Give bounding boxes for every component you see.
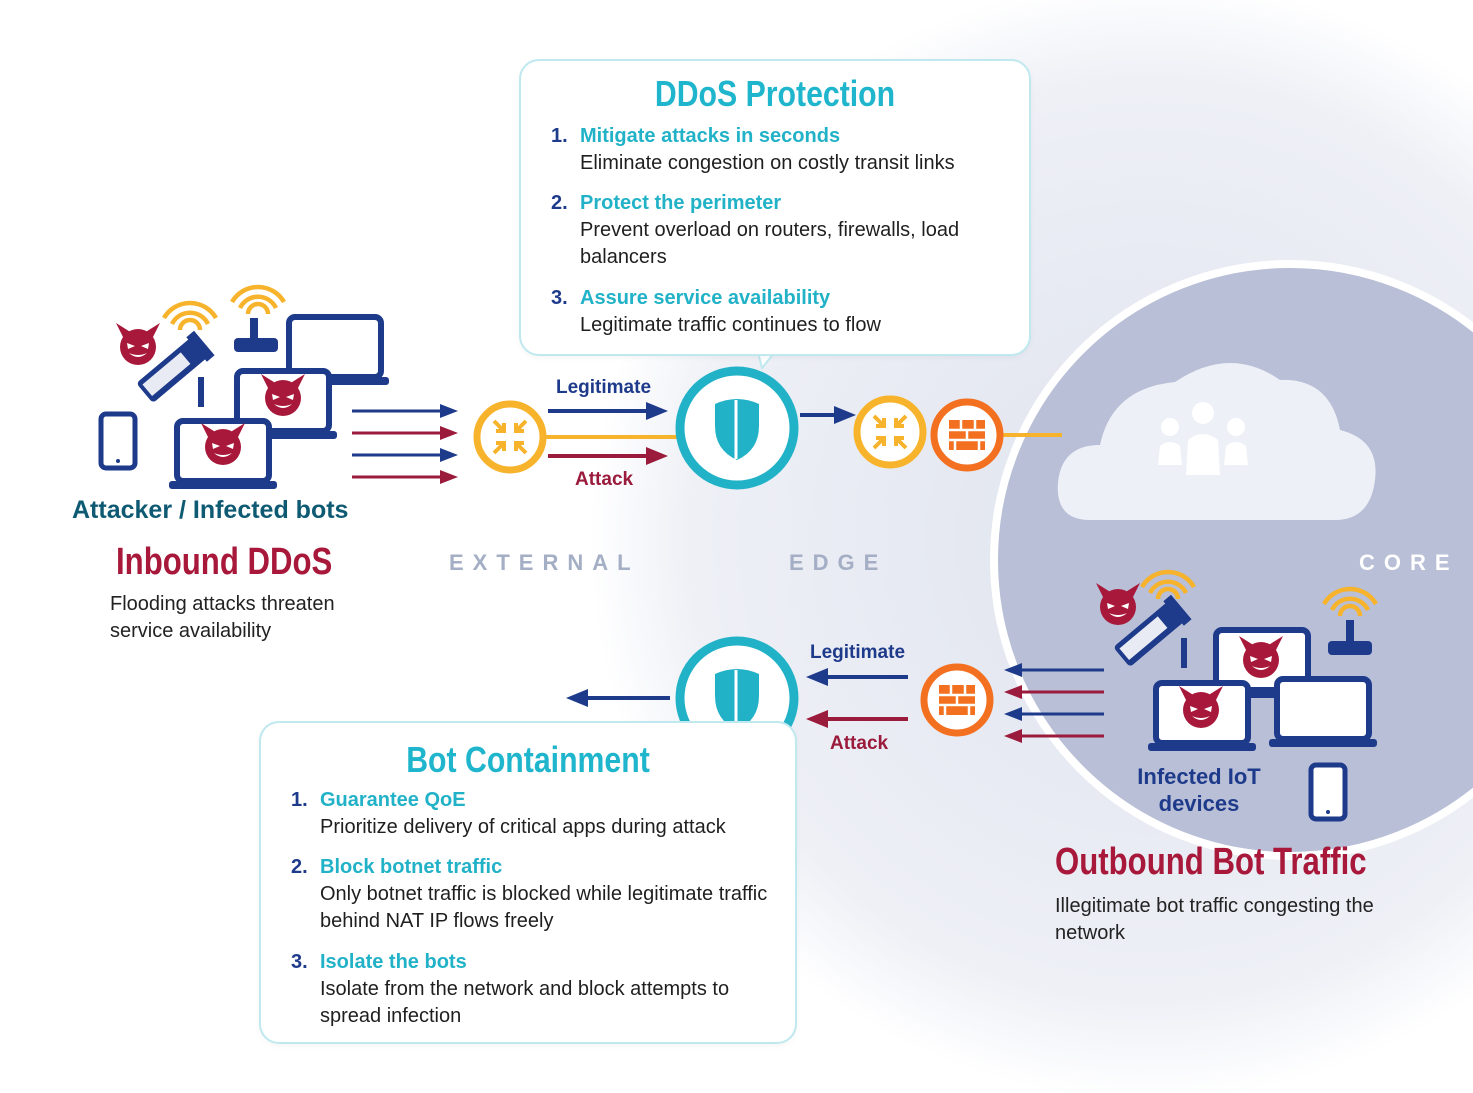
item-description: Prevent overload on routers, firewalls, …	[580, 219, 960, 268]
outbound-title: Outbound Bot Traffic	[1055, 841, 1367, 883]
item-description: Prioritize delivery of critical apps dur…	[320, 816, 726, 838]
inbound-attack-label: Attack	[575, 469, 634, 490]
users-icon	[1158, 402, 1248, 475]
devil-icon	[116, 323, 160, 365]
item-heading: Protect the perimeter	[580, 192, 782, 214]
laptop-icon	[1269, 679, 1377, 747]
infected-devices-label: Infected IoT devices	[1137, 764, 1261, 816]
ddos-protection-title: DDoS Protection	[654, 73, 896, 114]
outbound-legit-label: Legitimate	[810, 642, 906, 663]
tablet-icon	[1311, 765, 1345, 819]
inbound-description: Flooding attacks threaten service availa…	[110, 593, 335, 642]
item-number: 1.	[551, 125, 568, 147]
item-number: 2.	[551, 192, 568, 214]
item-number: 2.	[291, 856, 308, 878]
router-icon	[857, 399, 923, 465]
item-heading: Isolate the bots	[320, 951, 467, 973]
item-number: 1.	[291, 789, 308, 811]
item-description: Only botnet traffic is blocked while leg…	[320, 883, 768, 932]
item-heading: Mitigate attacks in seconds	[580, 125, 841, 147]
attacker-devices	[101, 287, 389, 489]
outbound-attack-label: Attack	[830, 733, 889, 754]
shield-icon	[680, 371, 794, 485]
bot-containment-title: Bot Containment	[406, 739, 650, 780]
item-description: Isolate from the network and block attem…	[320, 978, 730, 1027]
item-heading: Guarantee QoE	[320, 789, 466, 811]
item-description: Eliminate congestion on costly transit l…	[580, 152, 955, 174]
wifi-icon	[232, 287, 284, 314]
inbound-legit-label: Legitimate	[556, 377, 652, 398]
tablet-icon	[101, 414, 135, 468]
outbound-description: Illegitimate bot traffic congesting the …	[1055, 895, 1374, 944]
zone-core-label: CORE	[1359, 550, 1459, 575]
inbound-title: Inbound DDoS	[116, 541, 333, 583]
ddos-protection-panel: DDoS Protection 1. Mitigate attacks in s…	[519, 59, 1031, 356]
item-description: Legitimate traffic continues to flow	[580, 314, 881, 336]
arrow-icon	[352, 404, 458, 484]
attacker-label: Attacker / Infected bots	[72, 496, 349, 524]
item-number: 3.	[291, 951, 308, 973]
firewall-icon	[924, 667, 990, 733]
zone-external-label: EXTERNAL	[449, 550, 640, 575]
zone-edge-label: EDGE	[789, 550, 888, 575]
item-heading: Assure service availability	[580, 287, 831, 309]
bot-containment-panel: Bot Containment 1. Guarantee QoE Priorit…	[259, 721, 797, 1044]
router-icon	[477, 404, 543, 470]
infected-devices	[1096, 572, 1377, 819]
wifi-icon	[164, 303, 216, 330]
firewall-icon	[934, 402, 1000, 468]
item-heading: Block botnet traffic	[320, 856, 503, 878]
item-number: 3.	[551, 287, 568, 309]
arrow-icon	[1004, 663, 1104, 743]
